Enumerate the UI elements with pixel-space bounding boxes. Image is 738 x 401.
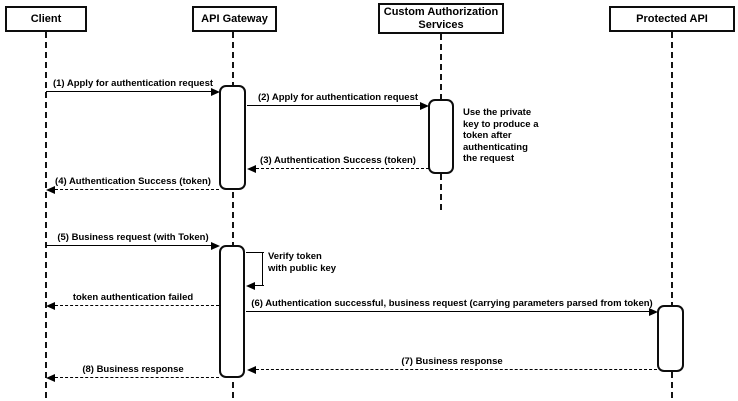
arrowhead-icon xyxy=(649,307,658,316)
arrowhead-icon xyxy=(46,301,55,310)
message-7-line xyxy=(256,369,657,370)
message-5-label: (5) Business request (with Token) xyxy=(57,232,209,243)
self-message-right-line xyxy=(262,252,263,286)
message-3-label: (3) Authentication Success (token) xyxy=(260,155,416,166)
protected-api-lifeline xyxy=(671,32,673,398)
message-8-line xyxy=(55,377,219,378)
message-4-label: (4) Authentication Success (token) xyxy=(55,176,211,187)
arrowhead-icon xyxy=(46,373,55,382)
message-1-label: (1) Apply for authentication request xyxy=(52,78,214,89)
message-failed-label: token authentication failed xyxy=(72,292,194,303)
message-4-line xyxy=(55,189,219,190)
api-gateway-lifeline xyxy=(232,32,234,398)
activation-api-gateway-auth xyxy=(219,85,246,190)
message-3-line xyxy=(256,168,429,169)
arrowhead-icon xyxy=(211,87,220,96)
message-failed-line xyxy=(55,305,219,306)
self-message-label: Verify token with public key xyxy=(268,251,337,274)
message-2-line xyxy=(247,105,421,106)
arrowhead-icon xyxy=(247,365,256,374)
activation-api-gateway-business xyxy=(219,245,245,378)
activation-custom-authorization-services xyxy=(428,99,454,174)
message-1-line xyxy=(46,91,212,92)
activation-protected-api xyxy=(657,305,684,372)
self-message-top-line xyxy=(246,252,264,253)
arrowhead-icon xyxy=(211,241,220,250)
arrowhead-icon xyxy=(420,101,429,110)
client-lifeline xyxy=(45,32,47,398)
message-8-label: (8) Business response xyxy=(82,364,184,375)
actor-client: Client xyxy=(5,6,87,32)
arrowhead-icon xyxy=(46,185,55,194)
message-5-line xyxy=(46,245,212,246)
actor-custom-authorization-services: Custom Authorization Services xyxy=(378,3,504,34)
private-key-note: Use the private key to produce a token a… xyxy=(463,107,539,164)
message-6-line xyxy=(246,311,649,312)
message-7-label: (7) Business response xyxy=(401,356,503,367)
message-2-label: (2) Apply for authentication request xyxy=(257,92,419,103)
arrowhead-icon xyxy=(247,164,256,173)
self-message-bottom-line xyxy=(255,285,264,286)
actor-api-gateway: API Gateway xyxy=(192,6,277,32)
actor-protected-api: Protected API xyxy=(609,6,735,32)
arrowhead-icon xyxy=(246,281,255,290)
message-6-label: (6) Authentication successful, business … xyxy=(251,298,653,309)
